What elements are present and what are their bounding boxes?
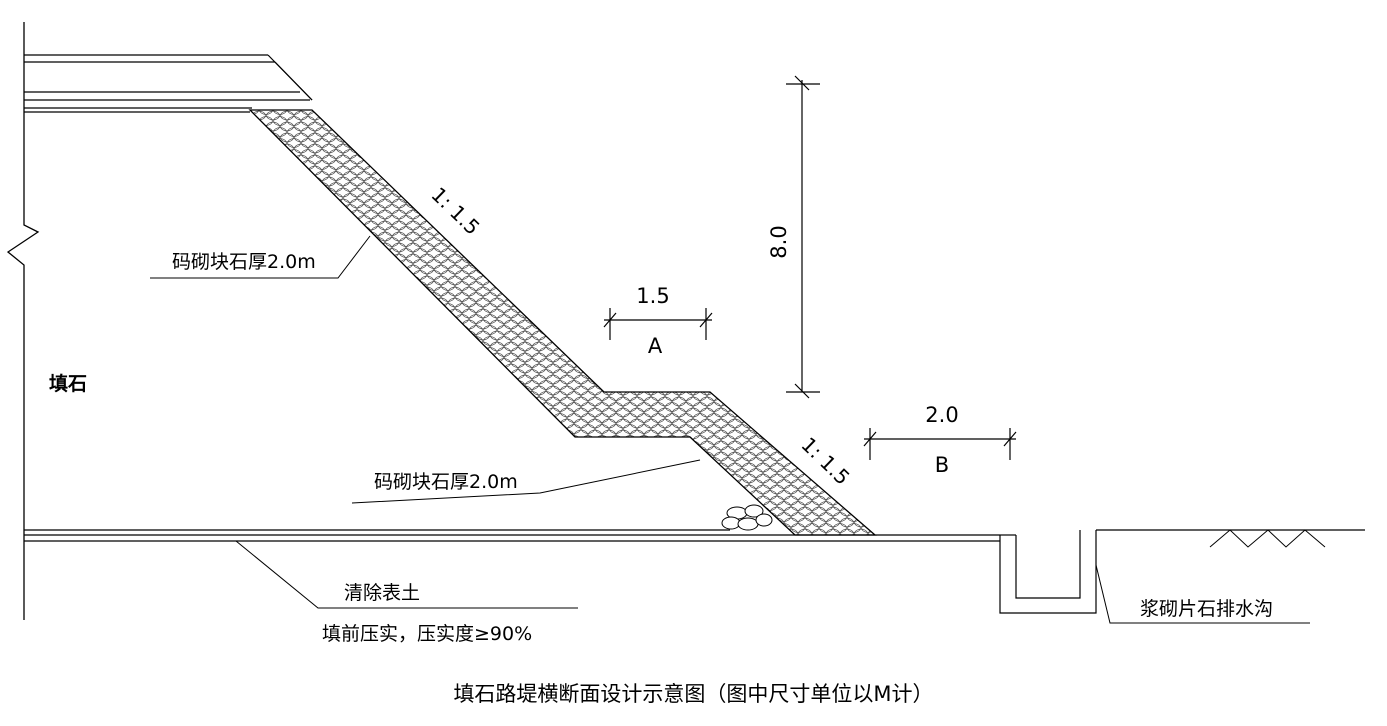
platform-width-value: 1.5 [636, 284, 669, 308]
ground-hatch [1209, 529, 1326, 548]
masonry-thickness-label-upper: 码砌块石厚2.0m [172, 251, 316, 273]
platform-label: A [648, 334, 663, 358]
fill-material-label: 填石 [49, 372, 87, 395]
clear-topsoil-label: 清除表土 [344, 582, 420, 604]
berm-width-value: 2.0 [925, 403, 958, 427]
berm-label: B [935, 453, 949, 477]
drain-ditch-label: 浆砌片石排水沟 [1140, 598, 1273, 620]
masonry-thickness-label-lower: 码砌块石厚2.0m [374, 471, 518, 493]
masonry-stone-band [248, 109, 877, 536]
leader-lines [150, 235, 1310, 624]
ground-line [24, 529, 1365, 542]
left-boundary [6, 22, 40, 620]
platform-dimension [603, 308, 713, 340]
compaction-label: 填前压实，压实度≥90% [322, 623, 532, 645]
height-value: 8.0 [767, 225, 791, 258]
toe-boulders [721, 504, 773, 531]
pavement-layers [24, 54, 313, 113]
drainage-ditch [999, 530, 1097, 614]
berm-dimension [863, 428, 1017, 460]
diagram-caption: 填石路堤横断面设计示意图（图中尺寸单位以M计） [453, 682, 934, 706]
height-dimension [786, 75, 820, 399]
